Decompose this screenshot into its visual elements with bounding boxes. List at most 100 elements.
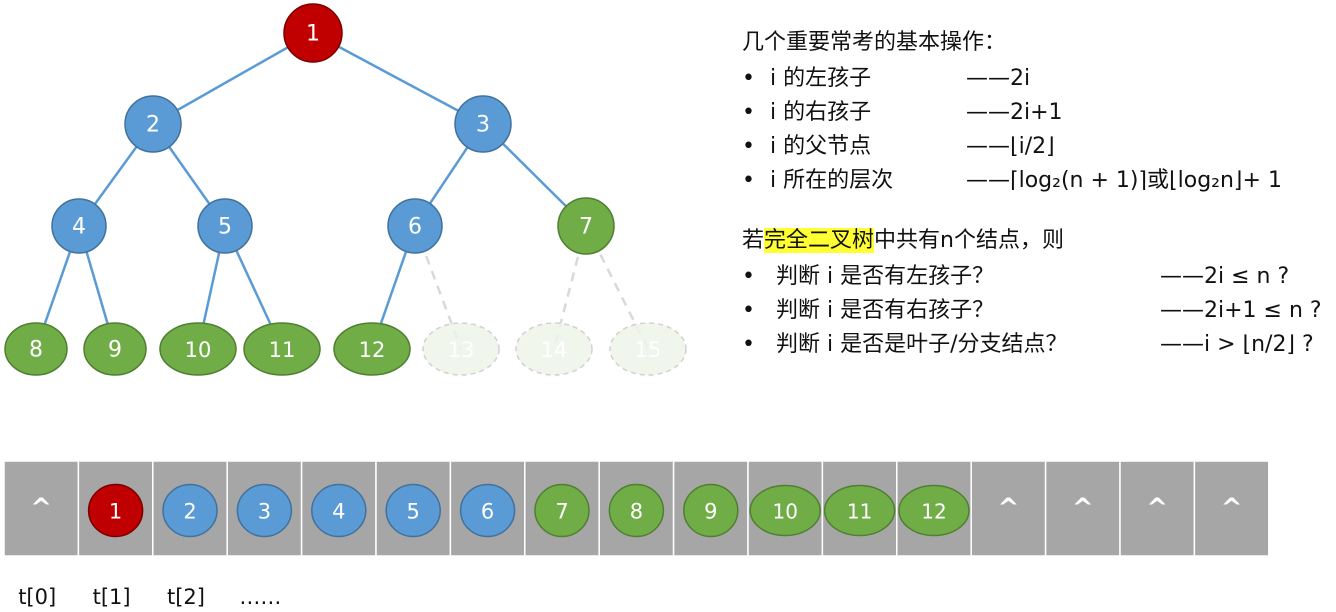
tree-node-label: 13 xyxy=(448,338,475,362)
array-cell-15: ^ xyxy=(1119,460,1196,557)
array-node-circle xyxy=(608,483,665,538)
array-cell-16: ^ xyxy=(1193,460,1270,557)
tree-node-9: 9 xyxy=(83,322,147,376)
tree-node-label: 10 xyxy=(185,338,212,362)
array-cell-3: 3 xyxy=(226,460,303,557)
tree-node-label: 6 xyxy=(408,215,422,240)
array-node-label: 1 xyxy=(109,500,122,524)
condition-formula: ——i > ⌊n/2⌋ ? xyxy=(1160,332,1314,357)
tree-node-6: 6 xyxy=(387,198,443,254)
array-node-circle xyxy=(898,484,970,537)
array-index-label: t[2] xyxy=(167,585,205,609)
array-node-circle xyxy=(162,483,218,538)
tree-node-15: 15 xyxy=(609,322,687,376)
tree-node-circle xyxy=(124,95,182,153)
tree-node-circle xyxy=(83,322,147,376)
tree-node-label: 14 xyxy=(541,338,568,362)
array-cell-11: 11 xyxy=(821,460,898,557)
array-node-label: 2 xyxy=(183,500,196,524)
array-cell-box xyxy=(1044,460,1121,557)
highlighted-term: 完全二叉树 xyxy=(764,228,875,253)
array-cell-box xyxy=(3,460,80,557)
tree-node-circle xyxy=(515,322,593,376)
tree-node-circle xyxy=(422,322,500,376)
array-empty-marker: ^ xyxy=(1072,494,1094,524)
array-node-label: 4 xyxy=(332,500,345,524)
array-cell-5: 5 xyxy=(375,460,452,557)
tree-node-label: 2 xyxy=(146,113,160,138)
tree-node-circle xyxy=(283,3,343,63)
bullet: • xyxy=(742,264,755,289)
condition-formula: ——2i ≤ n ? xyxy=(1160,264,1290,289)
tree-node-12: 12 xyxy=(333,322,411,376)
array-node-label: 11 xyxy=(847,500,872,524)
tree-node-circle xyxy=(609,322,687,376)
tree-node-3: 3 xyxy=(454,95,512,153)
array-index-labels: t[0]t[1]t[2]…… xyxy=(18,585,281,609)
conditions-heading-suffix: 中共有n个结点，则 xyxy=(874,228,1064,253)
bullet: • xyxy=(742,100,755,125)
condition-formula: ——2i+1 ≤ n ? xyxy=(1160,298,1322,323)
tree-edge xyxy=(312,31,484,126)
condition-name: 判断 i 是否有左孩子？ xyxy=(776,264,995,289)
operation-formula: ——2i+1 xyxy=(966,100,1063,125)
array-node-label: 12 xyxy=(921,500,946,524)
tree-node-label: 5 xyxy=(218,215,232,240)
tree-edges xyxy=(34,31,650,350)
array-node-label: 7 xyxy=(555,500,568,524)
tree-node-8: 8 xyxy=(4,322,68,376)
operations-heading: 几个重要常考的基本操作： xyxy=(742,30,1007,55)
operation-name: i 的右孩子 xyxy=(770,100,872,125)
array-cell-1: 1 xyxy=(77,460,154,557)
array-index-label: t[0] xyxy=(18,585,56,609)
operation-formula: ——⌈log₂(n + 1)⌉或⌊log₂n⌋+ 1 xyxy=(966,168,1282,193)
array-empty-marker: ^ xyxy=(998,494,1020,524)
array-cell-box xyxy=(1119,460,1196,557)
tree-node-10: 10 xyxy=(159,322,237,376)
operation-formula: ——2i xyxy=(966,66,1031,91)
bullet: • xyxy=(742,66,755,91)
array-node-circle xyxy=(236,483,293,538)
tree-node-circle xyxy=(387,198,443,254)
tree-node-14: 14 xyxy=(515,322,593,376)
operation-formula: ——⌊i/2⌋ xyxy=(966,134,1055,159)
bullet: • xyxy=(742,332,755,357)
tree-node-13: 13 xyxy=(422,322,500,376)
operation-row-right-child: • i 的右孩子 ——2i+1 xyxy=(742,96,1332,130)
tree-node-circle xyxy=(454,95,512,153)
conditions-heading-prefix: 若 xyxy=(742,228,765,253)
bullet: • xyxy=(742,134,755,159)
array-node-circle xyxy=(534,483,590,538)
array-node-label: 3 xyxy=(258,500,271,524)
array-node-circle xyxy=(385,483,441,538)
operation-name: i 的父节点 xyxy=(770,134,872,159)
conditions-heading: 若完全二叉树中共有n个结点，则 xyxy=(742,222,1332,260)
tree-node-7: 7 xyxy=(557,197,615,255)
tree-edge xyxy=(152,31,314,126)
tree-node-label: 3 xyxy=(476,113,490,138)
condition-row-leaf: • 判断 i 是否是叶子/分支结点？ ——i > ⌊n/2⌋ ? xyxy=(742,328,1332,362)
tree-node-label: 15 xyxy=(635,338,662,362)
bullet: • xyxy=(742,168,755,193)
operations-panel: 几个重要常考的基本操作： • i 的左孩子 ——2i • i 的右孩子 ——2i… xyxy=(742,24,1332,362)
array-cell-10: 10 xyxy=(747,460,824,557)
array-cell-9: 9 xyxy=(672,460,749,557)
operation-row-parent: • i 的父节点 ——⌊i/2⌋ xyxy=(742,130,1332,164)
tree-node-circle xyxy=(197,198,253,254)
array-empty-marker: ^ xyxy=(1221,494,1243,524)
tree-node-2: 2 xyxy=(124,95,182,153)
tree-node-circle xyxy=(51,198,107,254)
tree-node-label: 11 xyxy=(269,338,296,362)
array-node-circle xyxy=(87,483,144,538)
tree-node-label: 1 xyxy=(306,22,320,47)
array-cell-12: 12 xyxy=(896,460,972,557)
array-node-label: 8 xyxy=(630,500,643,524)
tree-node-label: 7 xyxy=(579,215,593,240)
array-node-label: 6 xyxy=(481,500,494,524)
tree-node-circle xyxy=(159,322,237,376)
array-node-circle xyxy=(823,484,896,537)
array-empty-marker: ^ xyxy=(1146,494,1168,524)
condition-name: 判断 i 是否是叶子/分支结点？ xyxy=(776,332,1068,357)
